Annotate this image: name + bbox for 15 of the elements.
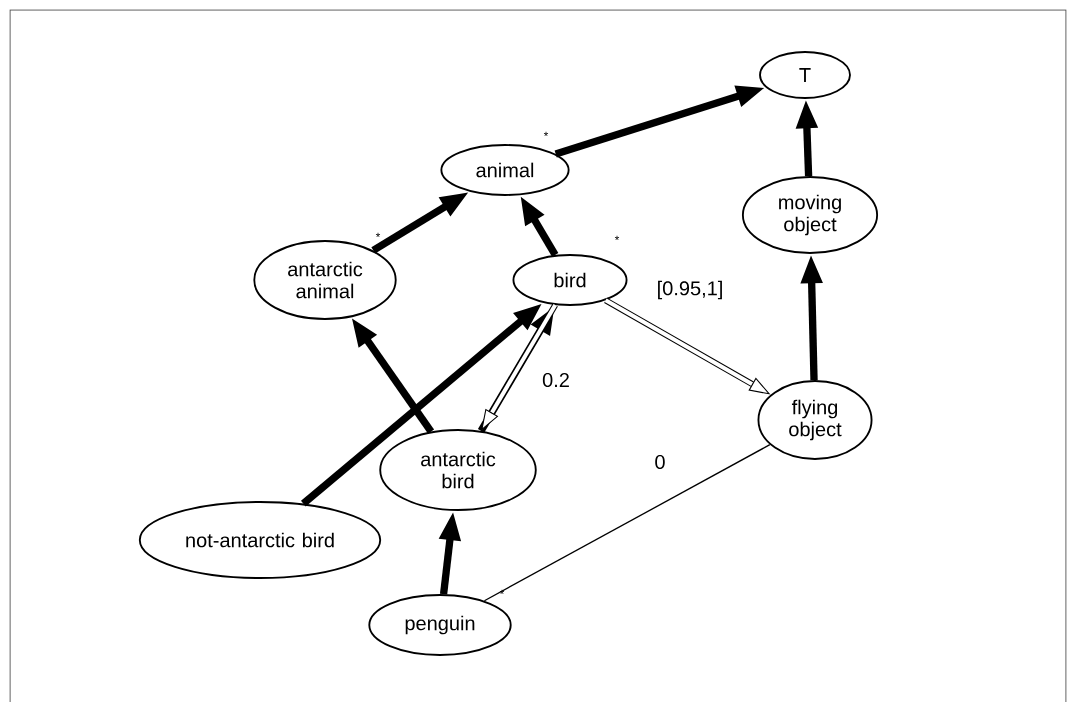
ellipse-node: bird [512, 254, 628, 306]
ellipse-node: not-antarctic bird [138, 501, 382, 579]
ellipse-node: antarctic bird [379, 429, 537, 511]
asterisk: * [614, 235, 620, 241]
asterisk: * [375, 232, 381, 238]
ellipse-node: moving object [741, 176, 879, 254]
edge-label: 0 [653, 453, 667, 471]
ellipse-node: antarctic animal [253, 240, 397, 320]
edge-label: 0.2 [540, 371, 572, 389]
ellipse-node: animal [440, 144, 570, 196]
asterisk: * [543, 131, 549, 137]
ellipse-node: penguin [368, 594, 512, 656]
ellipse-node: T [759, 51, 851, 99]
edge-label: [0.95,1] [655, 279, 725, 301]
ellipse-node: flying object [757, 380, 873, 460]
